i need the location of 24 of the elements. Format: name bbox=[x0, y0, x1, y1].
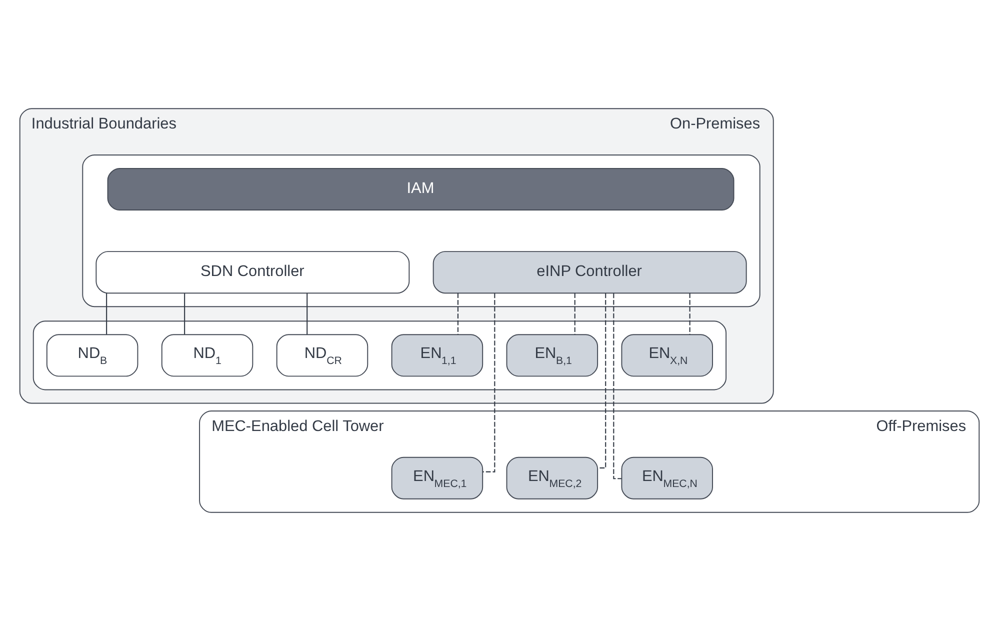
connector bbox=[689, 293, 690, 334]
node-label: On-Premises bbox=[670, 116, 760, 133]
connector bbox=[306, 293, 308, 334]
node-box: EN$_{1,1}$ bbox=[391, 334, 484, 377]
node-box: EN$_{X,N}$ bbox=[621, 334, 713, 377]
node-box: eINP Controller bbox=[432, 251, 747, 294]
cluster bbox=[82, 154, 760, 308]
connector bbox=[598, 293, 606, 468]
node-box: ND$_{B}$ bbox=[46, 334, 138, 377]
node-box: EN$_{MEC,N}$ bbox=[621, 456, 713, 500]
connector bbox=[184, 293, 186, 334]
node-box: EN$_{B,1}$ bbox=[506, 334, 598, 377]
node-box: ND$_{CR}$ bbox=[276, 334, 368, 377]
node-box: SDN Controller bbox=[96, 251, 410, 294]
connector bbox=[574, 293, 576, 334]
cluster bbox=[32, 320, 727, 390]
connector bbox=[613, 293, 622, 480]
node-box: EN$_{MEC,2}$ bbox=[506, 456, 598, 500]
connector bbox=[106, 293, 108, 334]
node-box: ND$_{1}$ bbox=[161, 334, 254, 377]
node-label: Off-Premises bbox=[876, 418, 966, 436]
node-box: EN$_{MEC,1}$ bbox=[391, 456, 484, 500]
connector bbox=[457, 293, 458, 334]
node-box: IAM bbox=[107, 168, 734, 211]
